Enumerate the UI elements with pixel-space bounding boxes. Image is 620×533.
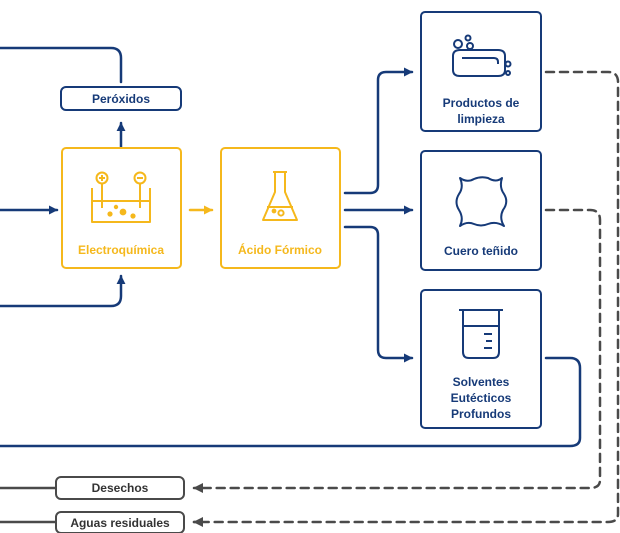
leather-hide-icon (455, 176, 508, 227)
peroxidos-label: Peróxidos (92, 92, 150, 106)
solventes-label-line1: Solventes (453, 375, 510, 389)
node-cuero-tenido: Cuero teñido (420, 150, 542, 271)
cuero-tenido-label: Cuero teñido (444, 244, 518, 258)
arrow-acido-to-productos (343, 67, 414, 195)
aguas-residuales-label: Aguas residuales (70, 516, 170, 530)
acido-formico-label: Ácido Fórmico (238, 242, 322, 257)
solventes-label-line2: Eutécticos (451, 391, 512, 405)
desechos-label: Desechos (92, 481, 149, 495)
beaker-icon (459, 309, 503, 359)
node-productos-limpieza: Productos de limpieza (420, 11, 542, 132)
node-solventes: Solventes Eutécticos Profundos (420, 289, 542, 429)
electroquimica-label: Electroquímica (78, 243, 164, 257)
arrow-productos-to-aguas-residuales (192, 70, 620, 524)
node-peroxidos: Peróxidos (60, 86, 182, 111)
flask-icon (262, 171, 298, 221)
connector-solventes-recycle (0, 356, 582, 448)
arrow-cuero-to-desechos (192, 208, 602, 493)
node-aguas-residuales: Aguas residuales (55, 511, 185, 533)
connector-top-to-peroxidos (0, 46, 123, 84)
electrolysis-cell-icon (91, 171, 151, 223)
solventes-label-line3: Profundos (451, 407, 511, 421)
soap-bubbles-icon (452, 34, 512, 77)
node-desechos: Desechos (55, 476, 185, 500)
node-electroquimica: Electroquímica (61, 147, 182, 269)
node-acido-formico: Ácido Fórmico (220, 147, 341, 269)
productos-limpieza-label-line1: Productos de (443, 96, 520, 110)
productos-limpieza-label-line2: limpieza (457, 112, 505, 126)
arrow-bottom-input-to-electroquimica (0, 274, 126, 308)
arrow-acido-to-solventes (343, 225, 414, 363)
